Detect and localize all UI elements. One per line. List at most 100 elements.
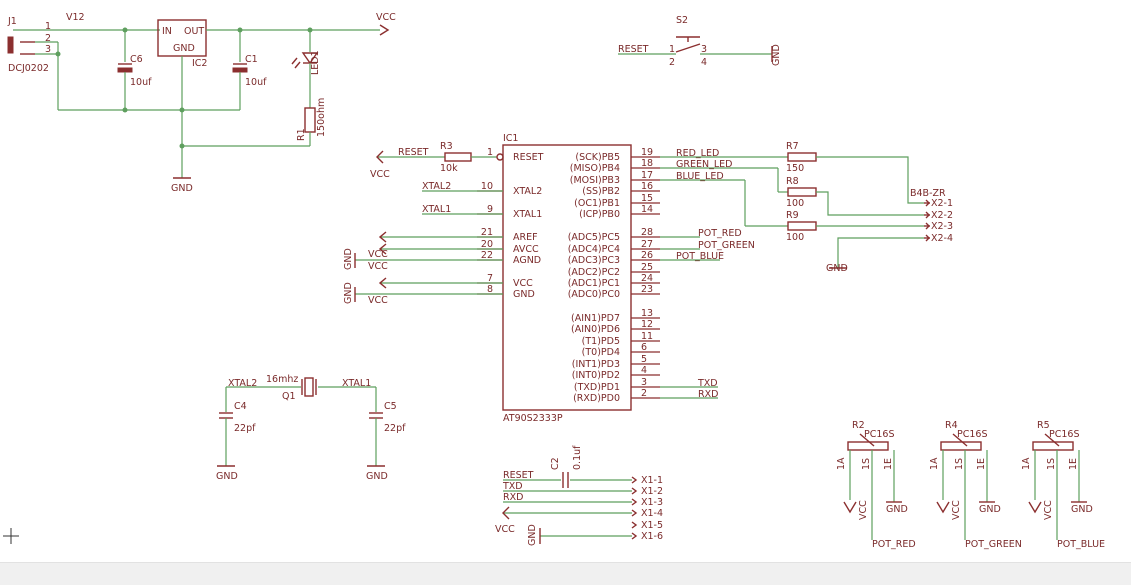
x1-connector[interactable]: X1-1X1-2X1-3X1-4X1-5X1-6 [631, 475, 663, 542]
pot-net-label: POT_BLUE [1057, 539, 1105, 550]
x1-gnd-label: GND [527, 524, 538, 546]
led1-symbol[interactable] [301, 52, 319, 65]
xtal2-crystal-label: XTAL2 [228, 378, 257, 389]
ic1-right-nets: RED_LED GREEN_LED BLUE_LED POT_RED POT_G… [660, 148, 788, 400]
q1-value: 16mhz [266, 374, 298, 385]
red-led-net-label: RED_LED [676, 148, 719, 159]
ic1-pin-label: (INT1)PD3 [572, 359, 620, 370]
ic1-pin-label: RESET [513, 152, 544, 163]
ic1-pin-number: 28 [641, 227, 653, 238]
x1-pin [631, 476, 638, 484]
x2-connector[interactable]: X2-1X2-2X2-3X2-4 [924, 198, 953, 244]
ic1-pin-number: 3 [641, 377, 647, 388]
schematic-diagram[interactable]: J1 DCJ0202 1 2 3 V12 IN OUT GND IC2 C6 1… [0, 0, 1131, 562]
reset-net-label: RESET [398, 147, 429, 158]
led-driver-section: R7 150 R8 100 R9 100 GND B4B-ZR X2-1X2-2… [786, 141, 953, 274]
ic1-pin-number: 26 [641, 250, 653, 261]
ic1-pin-number: 15 [641, 193, 653, 204]
ic1-pin-label: (SCK)PB5 [575, 152, 620, 163]
ic2-out-label: OUT [184, 26, 204, 37]
ic1-pin-label: (T0)PD4 [582, 347, 620, 358]
s2-reset-label: RESET [618, 44, 649, 55]
r8-resistor[interactable] [787, 187, 817, 197]
ic1-pin-label: (ADC0)PC0 [568, 289, 620, 300]
s2-label: S2 [676, 15, 688, 26]
pot-pin-label: 1E [1068, 458, 1079, 470]
ic1-pin-number: 1 [487, 147, 493, 158]
ic1-pin-number: 21 [481, 227, 493, 238]
c5-value: 22pf [384, 423, 406, 434]
crystal-section: 16mhz Q1 XTAL2 XTAL1 C4 22pf GND C5 22pf… [216, 374, 406, 482]
gnd-label-pot: GND [1071, 504, 1093, 515]
ic1-pin-number: 11 [641, 331, 653, 342]
s2-pin2: 2 [669, 57, 675, 68]
ic1-pin-label: (AIN1)PD7 [571, 313, 620, 324]
ic1-pin-label: VCC [513, 278, 533, 289]
gnd-label-pot: GND [979, 504, 1001, 515]
s2-pin4: 4 [701, 57, 707, 68]
ic1-value: AT90S2333P [503, 413, 563, 424]
ic1-pin-number: 8 [487, 284, 493, 295]
r9-resistor[interactable] [787, 221, 817, 231]
gnd-label-power: GND [171, 183, 193, 194]
pot-green-net-label: POT_GREEN [698, 240, 755, 251]
s2-switch[interactable] [675, 43, 701, 53]
r3-value: 10k [440, 163, 458, 174]
j1-connector-body[interactable] [7, 36, 14, 54]
green-led-net-label: GREEN_LED [676, 159, 732, 170]
pot-value: PC16S [957, 429, 987, 440]
ic1-left-nets: VCC RESET R3 10k XTAL2 XTAL1 GND VCC VCC… [343, 141, 504, 306]
x1-pin-label: X1-3 [641, 497, 663, 508]
j1-value: DCJ0202 [8, 63, 49, 74]
s2-gnd-label: GND [771, 44, 782, 66]
programming-header-x1: RESET C2 0.1uf TXD RXD VCC GND X1-1X1-2X… [495, 445, 663, 546]
vcc-label-aref: VCC [368, 249, 388, 260]
gnd-label-agnd: GND [343, 248, 354, 270]
led1-label: LED1 [310, 50, 321, 75]
ic1-pin-number: 20 [481, 239, 493, 250]
ic1-pin-label: (RXD)PD0 [573, 393, 620, 404]
x2-pin-label: X2-4 [931, 233, 953, 244]
rxd-net-label: RXD [698, 389, 718, 400]
pot-pin-label: 1E [883, 458, 894, 470]
r8-value: 100 [786, 198, 804, 209]
v12-net-label: V12 [66, 12, 85, 23]
ic1-pin-number: 12 [641, 319, 653, 330]
pot-net-label: POT_RED [872, 539, 916, 550]
r3-label: R3 [440, 141, 453, 152]
ic1-pin-number: 24 [641, 273, 653, 284]
r3-resistor[interactable] [444, 152, 472, 162]
ic1-pin-label: AREF [513, 232, 538, 243]
ic2-name: IC2 [192, 58, 207, 69]
pot-pin-label: 1A [929, 457, 940, 470]
ic1-pin-label: (ICP)PB0 [579, 209, 620, 220]
r9-label: R9 [786, 210, 799, 221]
x1-pin-label: X1-6 [641, 531, 663, 542]
ic1-microcontroller: IC1 AT90S2333P RESET1XTAL210XTAL19AREF21… [477, 133, 660, 424]
ic1-body[interactable] [502, 144, 632, 411]
x1-pin-label: X1-4 [641, 508, 663, 519]
q1-crystal[interactable] [304, 377, 314, 397]
x2-value: B4B-ZR [910, 188, 946, 199]
pot-pin-label: 1E [976, 458, 987, 470]
x1-txd-label: TXD [502, 481, 523, 492]
c6-label: C6 [130, 54, 143, 65]
q1-label: Q1 [282, 391, 296, 402]
ic2-gnd-label: GND [173, 43, 195, 54]
r7-resistor[interactable] [787, 152, 817, 162]
x1-pin-label: X1-5 [641, 520, 663, 531]
c2-label: C2 [550, 457, 561, 470]
x1-rxd-label: RXD [503, 492, 523, 503]
c4-label: C4 [234, 401, 247, 412]
ic1-pin-label: AVCC [513, 244, 539, 255]
xtal1-net-label: XTAL1 [422, 204, 451, 215]
pot-name: R5 [1037, 420, 1050, 431]
x1-vcc-label: VCC [495, 524, 515, 535]
schematic-canvas[interactable]: J1 DCJ0202 1 2 3 V12 IN OUT GND IC2 C6 1… [0, 0, 1131, 562]
gnd-label-x2: GND [826, 263, 848, 274]
ic1-pin-label: (INT0)PD2 [572, 370, 620, 381]
